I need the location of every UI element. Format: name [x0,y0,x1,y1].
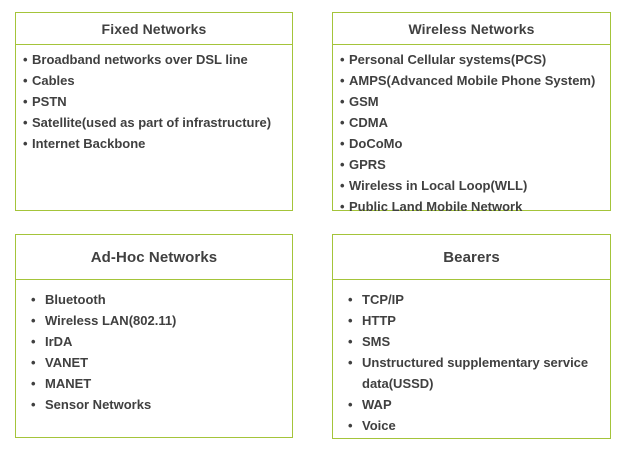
list-item: GSM [340,91,604,112]
list-item: Cables [23,70,286,91]
list-item: IrDA [31,331,282,352]
bearers-list: TCP/IPHTTPSMSUnstructured supplementary … [333,280,610,436]
list-item: Satellite(used as part of infrastructure… [23,112,286,133]
list-item: GPRS [340,154,604,175]
list-item: Public Land Mobile Network [340,196,604,217]
list-item: Personal Cellular systems(PCS) [340,49,604,70]
list-item: Wireless LAN(802.11) [31,310,282,331]
card-wireless-networks-title: Wireless Networks [408,20,535,37]
list-item: Broadband networks over DSL line [23,49,286,70]
list-item: Wireless in Local Loop(WLL) [340,175,604,196]
card-wireless-networks-header: Wireless Networks [333,13,610,45]
list-item: Internet Backbone [23,133,286,154]
list-item: Sensor Networks [31,394,282,415]
card-fixed-networks: Fixed Networks Broadband networks over D… [15,12,293,211]
list-item: Voice [348,415,600,436]
list-item: PSTN [23,91,286,112]
list-item: VANET [31,352,282,373]
card-ad-hoc-networks-header: Ad-Hoc Networks [16,235,292,280]
list-item: DoCoMo [340,133,604,154]
list-item: Unstructured supplementary service data(… [348,352,600,394]
ad-hoc-networks-list: BluetoothWireless LAN(802.11)IrDAVANETMA… [16,280,292,415]
card-ad-hoc-networks: Ad-Hoc Networks BluetoothWireless LAN(80… [15,234,293,438]
list-item: TCP/IP [348,289,600,310]
fixed-networks-list: Broadband networks over DSL lineCablesPS… [16,45,292,154]
card-fixed-networks-title: Fixed Networks [101,20,207,37]
list-item: Bluetooth [31,289,282,310]
card-bearers-header: Bearers [333,235,610,280]
card-fixed-networks-header: Fixed Networks [16,13,292,45]
list-item: MANET [31,373,282,394]
card-bearers: Bearers TCP/IPHTTPSMSUnstructured supple… [332,234,611,439]
list-item: HTTP [348,310,600,331]
list-item: SMS [348,331,600,352]
list-item: AMPS(Advanced Mobile Phone System) [340,70,604,91]
list-item: CDMA [340,112,604,133]
list-item: WAP [348,394,600,415]
card-wireless-networks: Wireless Networks Personal Cellular syst… [332,12,611,217]
card-ad-hoc-networks-title: Ad-Hoc Networks [90,248,218,266]
card-bearers-title: Bearers [443,248,500,266]
wireless-networks-list: Personal Cellular systems(PCS)AMPS(Advan… [333,45,610,217]
